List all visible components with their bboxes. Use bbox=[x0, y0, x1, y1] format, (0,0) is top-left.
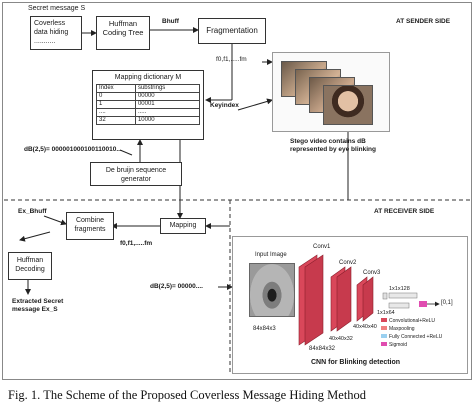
legend-conv: Convolutional+ReLU bbox=[381, 317, 435, 325]
conv2-layer-b bbox=[336, 266, 352, 332]
md-header-index: Index bbox=[96, 84, 136, 93]
md-cell: 10000 bbox=[134, 116, 201, 125]
huffman-coding-box: Huffman Coding Tree bbox=[96, 16, 150, 50]
dense-1x1x64 bbox=[388, 302, 410, 309]
extracted-line-1: Extracted Secret bbox=[12, 298, 64, 305]
legend-fc: Fully Connected +ReLU bbox=[381, 333, 442, 341]
db-sequence-label: dB(2,5)= 000001000100110010... bbox=[24, 146, 122, 153]
stego-caption-1: Stego video contains dB bbox=[290, 138, 366, 145]
b-huff-label: Bhuff bbox=[162, 18, 179, 25]
conv1-label: Conv1 bbox=[313, 244, 331, 250]
figure-caption: Fig. 1. The Scheme of the Proposed Cover… bbox=[8, 388, 367, 402]
dim-conv-b: 40x40x40 bbox=[353, 324, 377, 330]
secret-line-1: Coverless bbox=[34, 20, 66, 27]
stego-caption-2: represented by eye blinking bbox=[290, 146, 376, 153]
fragmentation-box: Fragmentation bbox=[198, 18, 266, 44]
mapping-dictionary-box: Mapping dictionary M Index substrings 0 … bbox=[92, 70, 204, 140]
md-cell: 0 bbox=[96, 92, 136, 101]
table-row: 1 00001 bbox=[96, 100, 201, 109]
md-cell: 00001 bbox=[134, 100, 201, 109]
legend-maxpool-text: Maxpooling bbox=[389, 326, 415, 332]
conv3-label: Conv3 bbox=[363, 270, 381, 276]
md-cell: 1 bbox=[96, 100, 136, 109]
conv3-layer-b bbox=[362, 276, 374, 322]
legend-sigmoid-text: Sigmoid bbox=[389, 342, 408, 348]
db-short-label: dB(2,5)= 00000.... bbox=[150, 283, 203, 290]
md-cell: 32 bbox=[96, 116, 136, 125]
sender-fragments-label: f0,f1,.....fm bbox=[216, 56, 247, 63]
output-label: [0,1] bbox=[441, 300, 453, 306]
cnn-panel: Input Image 84x84x3 Conv1 Conv2 Conv3 40… bbox=[232, 236, 468, 374]
receiver-mapping-box: Mapping bbox=[160, 218, 206, 234]
receiver-side-label: AT RECEIVER SIDE bbox=[374, 208, 435, 215]
dim-input: 84x84x3 bbox=[253, 326, 276, 332]
legend-conv-text: Convolutional+ReLU bbox=[389, 318, 436, 324]
cnn-input-label: Input Image bbox=[255, 252, 287, 258]
legend-fc-text: Fully Connected +ReLU bbox=[389, 334, 443, 340]
table-row: .... ..... bbox=[96, 108, 201, 117]
sigmoid-block bbox=[419, 301, 427, 307]
dense1-label: 1x1x128 bbox=[389, 286, 410, 292]
receiver-fragments-label: f0,f1,.....fm bbox=[120, 240, 153, 247]
ex-bhuff-label: Ex_Bhuff bbox=[18, 208, 47, 215]
huffman-decoding-box: Huffman Decoding bbox=[8, 252, 52, 280]
dense-1x1x128 bbox=[388, 292, 418, 299]
key-index-label: Keyindex bbox=[210, 102, 239, 109]
md-cell: ..... bbox=[134, 108, 201, 117]
dim-conv-a: 40x40x32 bbox=[329, 336, 353, 342]
de-bruijn-generator-box: De bruijn sequence generator bbox=[90, 162, 182, 186]
table-row: 32 10000 bbox=[96, 116, 201, 125]
cnn-title: CNN for Blinking detection bbox=[311, 359, 401, 366]
md-cell: 00000 bbox=[134, 92, 201, 101]
conv1-layer-b bbox=[304, 254, 324, 346]
stego-video-frames bbox=[272, 52, 390, 132]
eye-input-image bbox=[249, 263, 295, 317]
secret-line-3: ........... bbox=[34, 38, 56, 45]
md-cell: .... bbox=[96, 108, 136, 117]
conv2-label: Conv2 bbox=[339, 260, 357, 266]
cnn-layers bbox=[298, 254, 440, 346]
md-header-substrings: substrings bbox=[134, 84, 201, 93]
secret-message-box: Coverless data hiding ........... bbox=[30, 16, 82, 50]
video-frame-4 bbox=[323, 85, 373, 125]
dense1-bar bbox=[382, 292, 388, 300]
dim-conv-c: 84x84x32 bbox=[309, 346, 336, 352]
combine-fragments-box: Combine fragments bbox=[66, 212, 114, 240]
mapping-dictionary-title: Mapping dictionary M bbox=[114, 74, 182, 81]
sender-side-label: AT SENDER SIDE bbox=[396, 18, 451, 25]
secret-message-heading: Secret message S bbox=[28, 5, 86, 12]
mapping-dictionary-table: Index substrings 0 00000 1 00001 .... ..… bbox=[96, 84, 201, 125]
legend-maxpool: Maxpooling bbox=[381, 325, 415, 333]
legend-sigmoid: Sigmoid bbox=[381, 341, 407, 349]
extracted-line-2: message Ex_S bbox=[12, 306, 58, 313]
secret-line-2: data hiding bbox=[34, 29, 69, 36]
dense2-label: 1x1x64 bbox=[377, 310, 395, 316]
table-row: 0 00000 bbox=[96, 92, 201, 101]
